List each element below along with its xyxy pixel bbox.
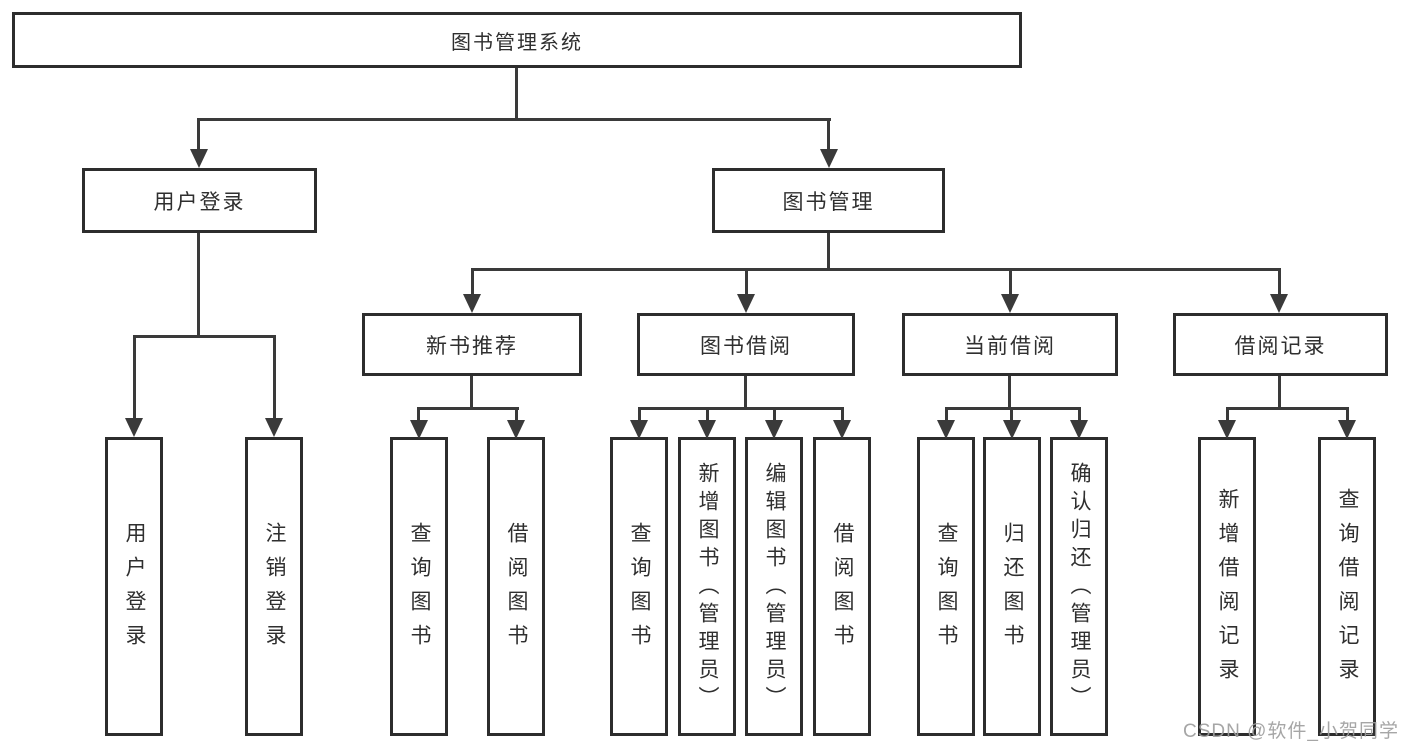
arrow-down-icon	[630, 420, 648, 439]
connector-line	[1008, 376, 1011, 410]
connector-line	[1009, 268, 1012, 295]
connector-line	[638, 407, 641, 421]
connector-line	[744, 376, 747, 410]
arrow-down-icon	[1338, 420, 1356, 439]
arrow-down-icon	[833, 420, 851, 439]
connector-line	[827, 233, 830, 271]
csdn-watermark: CSDN @软件_小贺同学	[1183, 721, 1399, 742]
arrow-down-icon	[507, 420, 525, 439]
leaf-query-book-3: 查询图书	[917, 437, 975, 736]
connector-line	[417, 407, 519, 410]
arrow-down-icon	[125, 418, 143, 437]
arrow-down-icon	[190, 149, 208, 168]
arrow-down-icon	[737, 294, 755, 313]
leaf-edit-book-admin: 编辑图书（管理员）	[745, 437, 803, 736]
node-borrow-records: 借阅记录	[1173, 313, 1388, 376]
connector-line	[471, 268, 1281, 271]
leaf-query-book-1: 查询图书	[390, 437, 448, 736]
connector-line	[945, 407, 1081, 410]
connector-line	[745, 268, 748, 295]
connector-line	[945, 407, 948, 421]
connector-line	[133, 335, 276, 338]
node-book-borrow: 图书借阅	[637, 313, 855, 376]
arrow-down-icon	[1270, 294, 1288, 313]
node-library-system: 图书管理系统	[12, 12, 1022, 68]
node-new-book-recommend: 新书推荐	[362, 313, 582, 376]
arrow-down-icon	[765, 420, 783, 439]
leaf-confirm-return-admin: 确认归还（管理员）	[1050, 437, 1108, 736]
leaf-logout: 注销登录	[245, 437, 303, 736]
arrow-down-icon	[410, 420, 428, 439]
leaf-borrow-book-1: 借阅图书	[487, 437, 545, 736]
arrow-down-icon	[1001, 294, 1019, 313]
connector-line	[515, 407, 518, 421]
leaf-add-book-admin: 新增图书（管理员）	[678, 437, 736, 736]
connector-line	[197, 233, 200, 338]
connector-line	[638, 407, 844, 410]
leaf-add-borrow-record: 新增借阅记录	[1198, 437, 1256, 736]
node-user-login: 用户登录	[82, 168, 317, 233]
connector-line	[471, 268, 474, 295]
connector-line	[1346, 407, 1349, 421]
connector-line	[827, 118, 830, 150]
connector-line	[1278, 268, 1281, 295]
connector-line	[841, 407, 844, 421]
connector-line	[515, 68, 518, 121]
connector-line	[773, 407, 776, 421]
node-current-borrow: 当前借阅	[902, 313, 1118, 376]
arrow-down-icon	[820, 149, 838, 168]
arrow-down-icon	[265, 418, 283, 437]
connector-line	[417, 407, 420, 421]
connector-line	[273, 335, 276, 419]
arrow-down-icon	[463, 294, 481, 313]
connector-line	[133, 335, 136, 419]
connector-line	[197, 118, 200, 150]
arrow-down-icon	[1003, 420, 1021, 439]
connector-line	[706, 407, 709, 421]
node-book-management: 图书管理	[712, 168, 945, 233]
connector-line	[1226, 407, 1229, 421]
leaf-user-login: 用户登录	[105, 437, 163, 736]
connector-line	[470, 376, 473, 410]
connector-line	[197, 118, 831, 121]
connector-line	[1010, 407, 1013, 421]
leaf-return-book: 归还图书	[983, 437, 1041, 736]
connector-line	[1278, 376, 1281, 410]
connector-line	[1078, 407, 1081, 421]
connector-line	[1226, 407, 1349, 410]
leaf-query-book-2: 查询图书	[610, 437, 668, 736]
arrow-down-icon	[1218, 420, 1236, 439]
leaf-query-borrow-record: 查询借阅记录	[1318, 437, 1376, 736]
arrow-down-icon	[1070, 420, 1088, 439]
leaf-borrow-book-2: 借阅图书	[813, 437, 871, 736]
arrow-down-icon	[937, 420, 955, 439]
arrow-down-icon	[698, 420, 716, 439]
